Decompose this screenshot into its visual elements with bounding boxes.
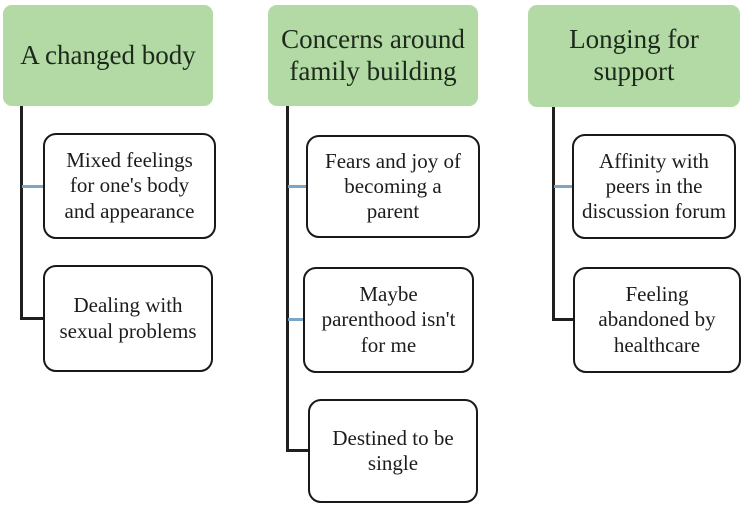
connector-elbow-3 — [552, 318, 573, 321]
connector-stub-2-1 — [288, 185, 306, 188]
theme-header-a-changed-body: A changed body — [3, 5, 213, 106]
connector-elbow-1 — [20, 317, 43, 320]
theme-header-longing-for-support: Longing for support — [528, 5, 740, 107]
connector-elbow-2 — [286, 449, 308, 452]
connector-trunk-3 — [552, 107, 555, 321]
connector-stub-3-1 — [554, 185, 572, 188]
subtheme-mixed-feelings-body: Mixed feelings for one's body and appear… — [43, 133, 216, 239]
connector-trunk-2 — [286, 106, 289, 452]
subtheme-destined-to-be-single: Destined to be single — [308, 399, 478, 503]
connector-trunk-1 — [20, 106, 23, 320]
connector-stub-2-2 — [288, 318, 303, 321]
subtheme-sexual-problems: Dealing with sexual problems — [43, 265, 213, 372]
subtheme-fears-joy-parent: Fears and joy of becoming a parent — [306, 135, 480, 238]
subtheme-abandoned-by-healthcare: Feeling abandoned by healthcare — [573, 267, 741, 373]
subtheme-parenthood-isnt-for-me: Maybe parenthood isn't for me — [303, 267, 474, 373]
theme-header-family-building: Concerns around family building — [268, 5, 478, 106]
connector-stub-1-1 — [22, 185, 43, 188]
subtheme-affinity-with-peers: Affinity with peers in the discussion fo… — [572, 134, 736, 239]
